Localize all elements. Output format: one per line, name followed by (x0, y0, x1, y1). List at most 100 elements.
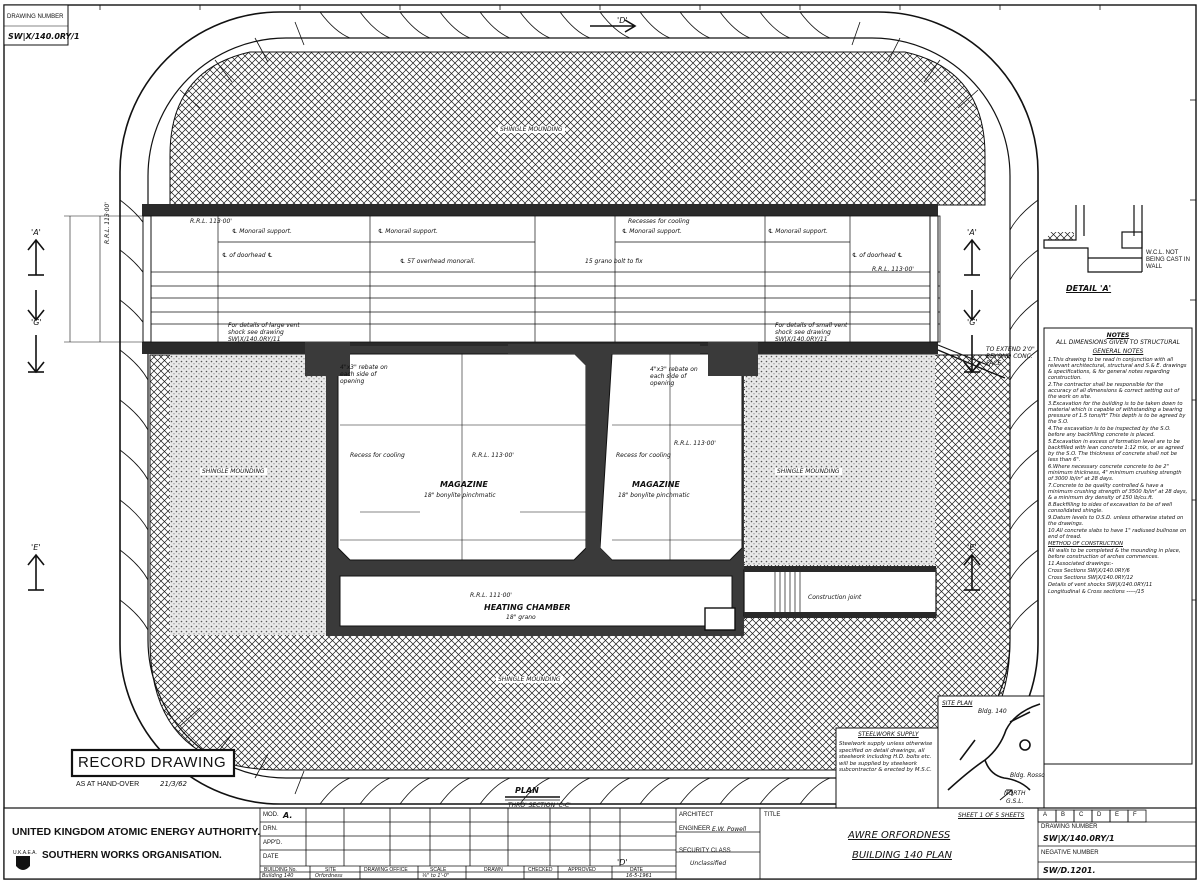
title-line-2: BUILDING 140 PLAN (852, 850, 952, 861)
revision-a: A (1043, 812, 1048, 818)
note-item: Details of vent shocks SW|X/140.0RY/11 (1048, 582, 1153, 588)
dimension-lines (340, 354, 742, 560)
tb-drawing-number-value: SW|X/140.0RY/1 (1043, 834, 1115, 843)
scale-value: ⅛" to 1'-0" (422, 873, 450, 879)
magazine-right-subtitle: 18" bonylite pinchmatic (618, 492, 690, 499)
steelwork-text: Steelwork supply unless otherwise specif… (839, 741, 933, 774)
monorail-label-3: ℄ Monorail support. (622, 228, 682, 235)
shingle-top-area (169, 51, 986, 206)
shingle-right-zone (745, 355, 935, 565)
monorail-label-2: ℄ Monorail support. (378, 228, 438, 235)
negative-number-label: NEGATIVE NUMBER (1041, 850, 1099, 856)
corridor-floor (149, 215, 941, 343)
note-item: All walls to be completed & the mounding… (1048, 548, 1181, 560)
date-value: 16-5-1961 (626, 873, 652, 879)
drawn-label: DRAWN (484, 867, 503, 873)
heating-chamber-subtitle: 18" grano (506, 614, 536, 621)
note-item: 1.This drawing to be read in conjunction… (1048, 357, 1187, 381)
note-item: 10.All concrete slabs to have 1" radiuse… (1048, 528, 1187, 540)
note-item: Longitudinal & Cross sections -----/15 (1048, 589, 1145, 595)
building-value: Building 140 (262, 873, 294, 879)
steelwork-box (835, 727, 939, 809)
magazine-left-recess: Recess for cooling (350, 452, 405, 459)
revision-boxes (1037, 809, 1147, 823)
heating-chamber-title: HEATING CHAMBER (484, 603, 571, 612)
shingle-left-zone (170, 355, 328, 635)
section-mark-g-right: 'G' (967, 318, 978, 327)
revision-e: E (1115, 812, 1120, 818)
revision-b: B (1061, 812, 1066, 818)
title-block-lines (259, 808, 1196, 879)
approved-label: APPROVED (568, 867, 596, 873)
section-mark-d-bottom: 'D' (617, 858, 628, 867)
note-item: 9.Datum levels to O.S.D. unless otherwis… (1048, 515, 1184, 527)
building-label: BUILDING No. (264, 867, 297, 873)
title-block (3, 807, 1197, 880)
note-item: 3.Excavation for the building is to be t… (1048, 401, 1186, 425)
site-label: SITE (325, 867, 337, 873)
site-plan-roads (947, 703, 1041, 791)
side-passage (743, 569, 937, 617)
plan-title: PLAN (515, 786, 539, 795)
details-left-note: For details of large vent shock see draw… (228, 322, 300, 343)
revision-d: D (1097, 812, 1102, 818)
magazine-left-subtitle: 18" bonylite pinchmatic (424, 492, 496, 499)
section-mark-a-right: 'A' (967, 228, 977, 237)
notes-header: NOTES (1106, 332, 1130, 339)
site-plan-sub: G.S.L. (1006, 798, 1024, 805)
section-mark-e-left: 'E' (31, 543, 41, 552)
rebate-right-note: 4"x3" rebate on each side of opening (650, 366, 698, 387)
security-label: SECURITY CLASS (679, 848, 731, 854)
rebate-left-note: 4"x3" rebate on each side of opening (340, 364, 388, 385)
note-item: METHOD OF CONSTRUCTION (1048, 541, 1123, 547)
corridor-top-wall (142, 204, 938, 216)
steps (774, 572, 801, 612)
sheet-label: SHEET 1 OF 5 SHEETS (958, 812, 1025, 819)
section-mark-e-right: 'E' (967, 543, 977, 552)
title-line-1: AWRE ORFORDNESS (848, 830, 951, 841)
corridor-right-end (929, 215, 939, 343)
monorail-label-1: ℄ Monorail support. (232, 228, 292, 235)
appd-label: APP'D. (263, 840, 283, 846)
mod-label: MOD. (263, 812, 279, 818)
site-plan-label-1: Bldg. 140 (978, 708, 1007, 715)
architect-label: ARCHITECT (679, 812, 714, 818)
bolts-label: 15 grano bolt to fix (585, 258, 643, 265)
drawing-number-value: SW|X/140.0RY/1 (8, 32, 80, 41)
authority-name: UNITED KINGDOM ATOMIC ENERGY AUTHORITY. (12, 826, 261, 838)
site-plan-title: SITE PLAN (942, 700, 973, 707)
note-item: Cross Sections SW|X/140.0RY/6 (1048, 568, 1130, 574)
section-mark-g-left: 'G' (31, 318, 42, 327)
general-notes-title: GENERAL NOTES (1092, 348, 1144, 355)
access-box (704, 607, 736, 631)
corridor-lines (150, 216, 940, 342)
site-plan-label-2: Bldg. Rosso (1010, 772, 1045, 779)
heating-chamber-level: R.R.L. 111·00' (470, 592, 512, 599)
side-passage-wall (744, 566, 936, 572)
checked-label: CHECKED (528, 867, 553, 873)
shingle-bottom-label: SHINGLE MOUNDING (496, 676, 563, 683)
engineer-value: E.W. Powell (712, 826, 747, 833)
site-value: Orfordness (315, 873, 343, 879)
organisation-name: SOUTHERN WORKS ORGANISATION. (42, 850, 222, 861)
notes-subheader: ALL DIMENSIONS GIVEN TO STRUCTURAL (1056, 339, 1180, 346)
note-item: 6.Where necessary concrete concrete to b… (1048, 464, 1182, 482)
level-right-label: R.R.L. 113·00' (872, 266, 914, 273)
ukaea-logo-text: U.K.A.E.A. (13, 850, 37, 856)
magazine-right-level: R.R.L. 113·00' (674, 440, 716, 447)
shingle-right-label: SHINGLE MOUNDING (775, 468, 842, 475)
corridor-left-end (142, 215, 152, 343)
engineer-label: ENGINEER (679, 826, 711, 832)
note-item: 5.Excavation in excess of formation leve… (1048, 439, 1184, 463)
note-item: Cross Sections SW|X/140.0RY/12 (1048, 575, 1134, 581)
drain-pipe (937, 349, 1006, 379)
right-entrance-pier (708, 342, 758, 376)
magazine-left-title: MAGAZINE (440, 480, 488, 489)
construction-joint-label: Construction joint (808, 594, 862, 601)
overhead-monorail-label: ℄ 5T overhead monorail. (400, 258, 476, 265)
note-item: 7.Concrete to be quality controlled & ha… (1048, 483, 1188, 501)
note-item: 11.Associated drawings:- (1048, 561, 1114, 567)
magazine-right-recess: Recess for cooling (616, 452, 671, 459)
heating-chamber-room (339, 575, 733, 627)
